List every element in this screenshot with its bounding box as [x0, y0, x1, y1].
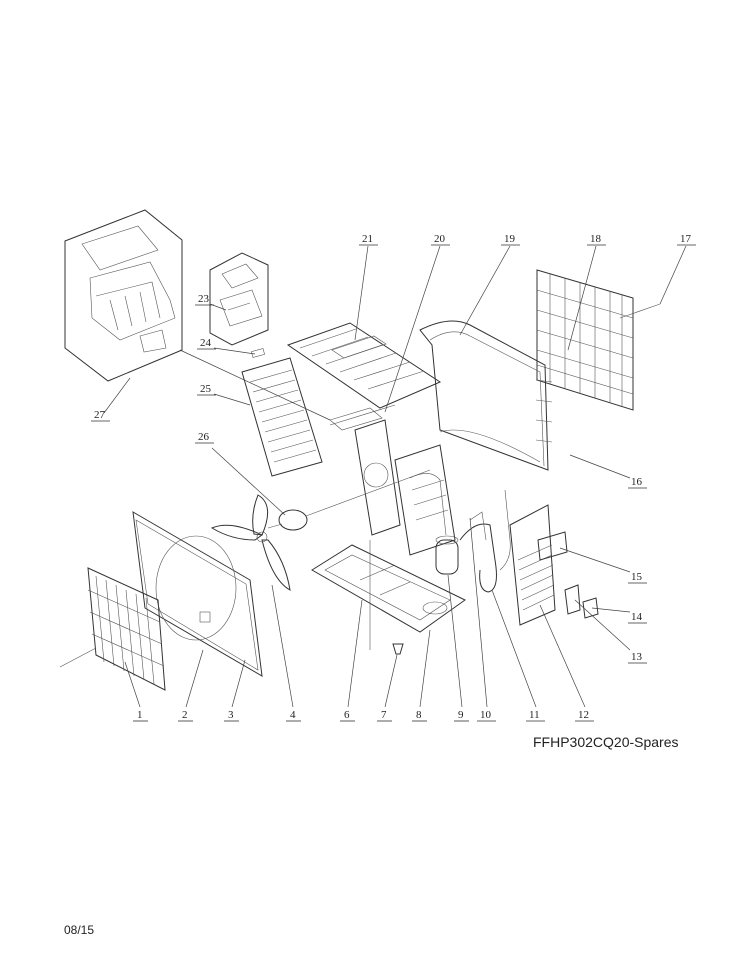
callout-3: 3	[228, 709, 234, 721]
rear-wire-grille	[536, 269, 661, 411]
drain-connector	[392, 643, 404, 655]
side-panel-louvered	[241, 348, 323, 477]
front-panel	[132, 511, 263, 677]
callout-17: 17	[680, 233, 692, 245]
terminal-block-inset	[209, 252, 269, 346]
callout-7: 7	[381, 709, 387, 721]
callout-12: 12	[578, 709, 589, 721]
callout-8: 8	[416, 709, 422, 721]
service-valves	[564, 584, 599, 619]
callout-21: 21	[362, 233, 373, 245]
callout-18: 18	[590, 233, 602, 245]
callout-2: 2	[182, 709, 188, 721]
callout-25: 25	[200, 383, 212, 395]
fan-motor	[267, 469, 431, 531]
callout-27: 27	[94, 409, 106, 421]
callout-24: 24	[200, 337, 212, 349]
right-side-panel	[509, 504, 556, 626]
compressor	[435, 535, 459, 575]
model-number-label: FFHP302CQ20-Spares	[533, 734, 679, 750]
partition-panel	[394, 444, 456, 556]
base-pan	[311, 540, 466, 650]
front-grille	[59, 567, 166, 691]
callout-14: 14	[631, 611, 643, 623]
callout-23: 23	[198, 293, 210, 305]
refrigerant-piping	[459, 489, 511, 593]
callout-19: 19	[504, 233, 516, 245]
date-code: 08/15	[64, 923, 95, 937]
leader-lines	[103, 245, 687, 708]
callout-11: 11	[529, 709, 540, 721]
callout-9: 9	[458, 709, 464, 721]
callout-16: 16	[631, 476, 643, 488]
callout-6: 6	[344, 709, 350, 721]
callout-15: 15	[631, 571, 643, 583]
top-cover	[286, 322, 442, 409]
callout-10: 10	[480, 709, 492, 721]
motor-bracket-partition	[329, 404, 401, 536]
callout-13: 13	[631, 651, 643, 663]
callout-1: 1	[137, 709, 143, 721]
callout-labels: 1 2 3 4 6 7 8 9 10 11 12 13 14 15 16 17 …	[91, 233, 696, 722]
callout-4: 4	[290, 709, 296, 721]
callout-26: 26	[198, 431, 210, 443]
valve-cover	[537, 531, 568, 561]
callout-20: 20	[434, 233, 446, 245]
control-box-inset	[64, 209, 183, 382]
fan-blade	[210, 494, 291, 591]
condenser-coil	[419, 320, 553, 471]
